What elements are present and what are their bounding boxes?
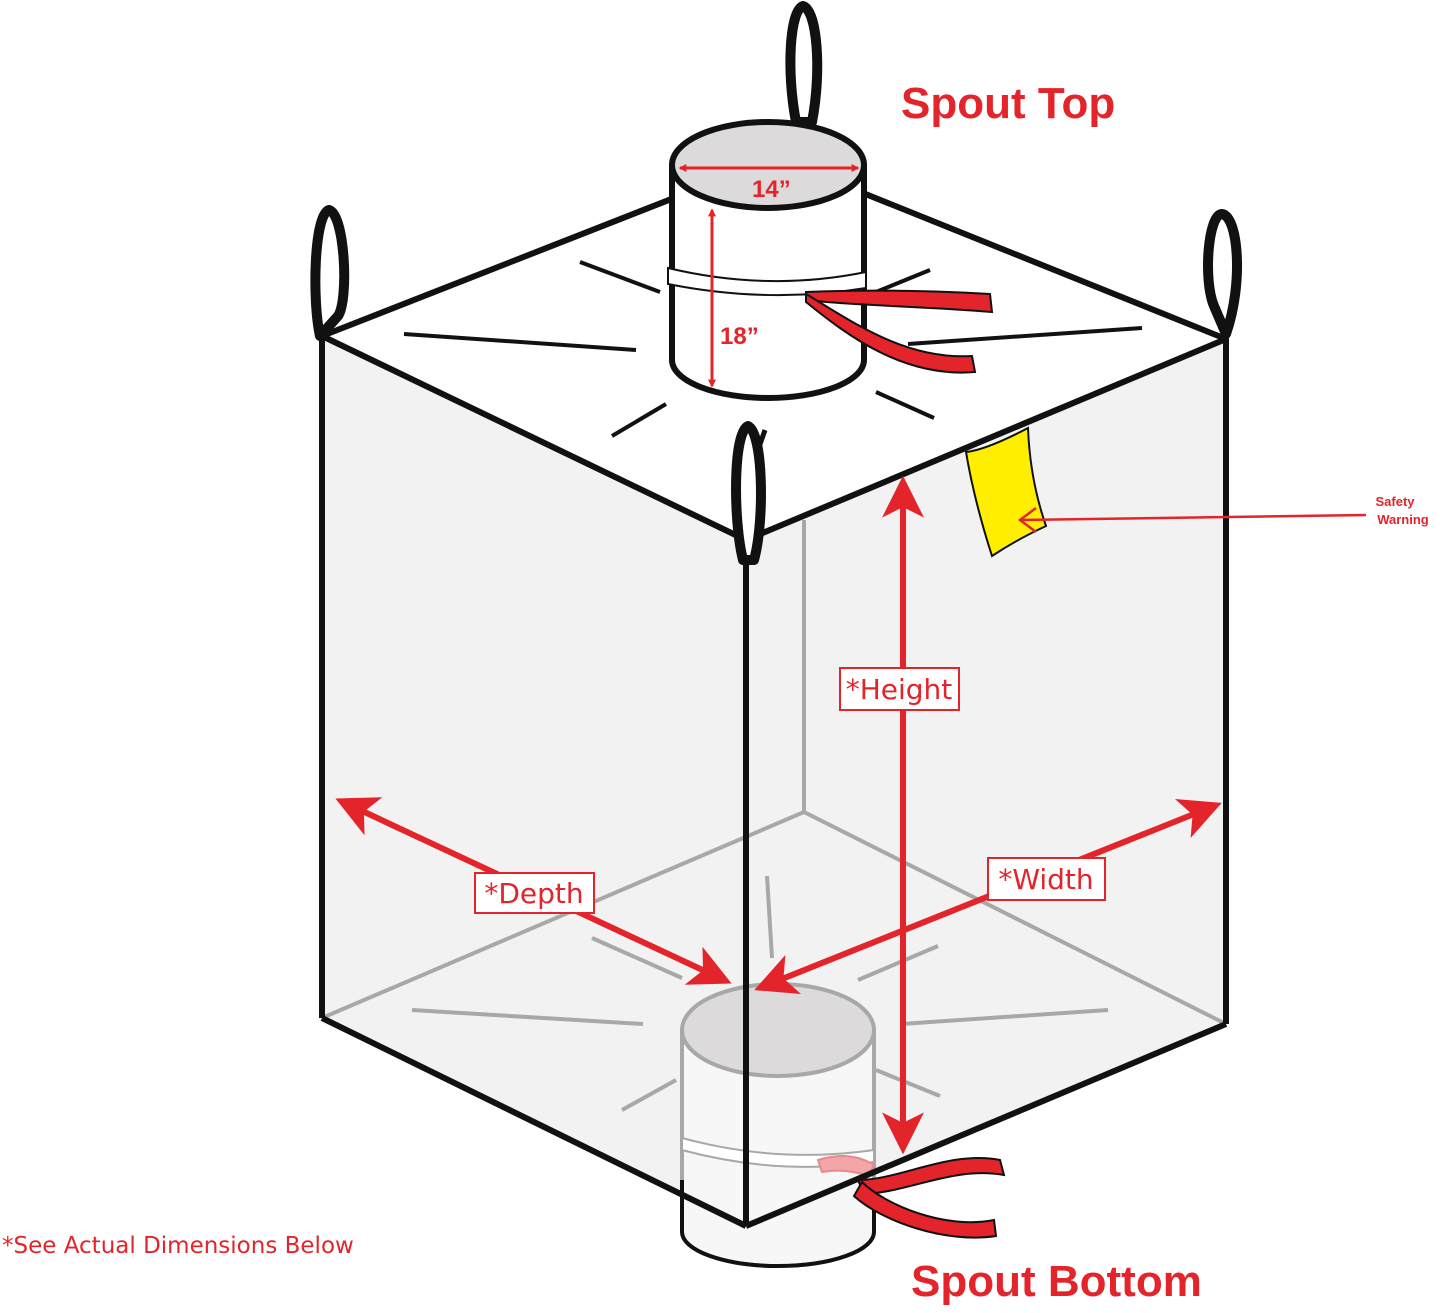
- width-label: *Width: [998, 863, 1093, 896]
- footnote: *See Actual Dimensions Below: [2, 1233, 354, 1259]
- top-spout: [667, 119, 994, 401]
- top-slits: [403, 260, 1143, 438]
- spout-diameter-label: 14”: [752, 176, 791, 203]
- spout-length-label: 18”: [720, 323, 759, 350]
- bag-edges: [319, 336, 1229, 1229]
- spout-bottom-title: Spout Bottom: [911, 1257, 1202, 1306]
- spout-top-title: Spout Top: [901, 79, 1115, 128]
- lift-loop-left-icon: [310, 205, 350, 341]
- safety-warning-text-line2: Warning: [1377, 512, 1429, 527]
- bag-left-face: [322, 336, 746, 1226]
- lift-loop-top-icon: [785, 1, 823, 127]
- safety-warning-text-line1: Safety: [1375, 494, 1415, 509]
- depth-label-box: [474, 872, 595, 914]
- depth-label: *Depth: [484, 877, 583, 910]
- bag-right-face: [746, 339, 1226, 1226]
- safety-warning-pointer: [1019, 513, 1367, 522]
- lift-loop-right-icon: [1203, 209, 1243, 339]
- safety-warning-pointer-head: [1017, 507, 1037, 533]
- lift-loop-front-icon: [731, 421, 768, 565]
- height-label-box: [839, 667, 960, 711]
- height-label: *Height: [846, 673, 953, 706]
- lift-loops: [310, 1, 1243, 565]
- width-label-box: [987, 857, 1106, 901]
